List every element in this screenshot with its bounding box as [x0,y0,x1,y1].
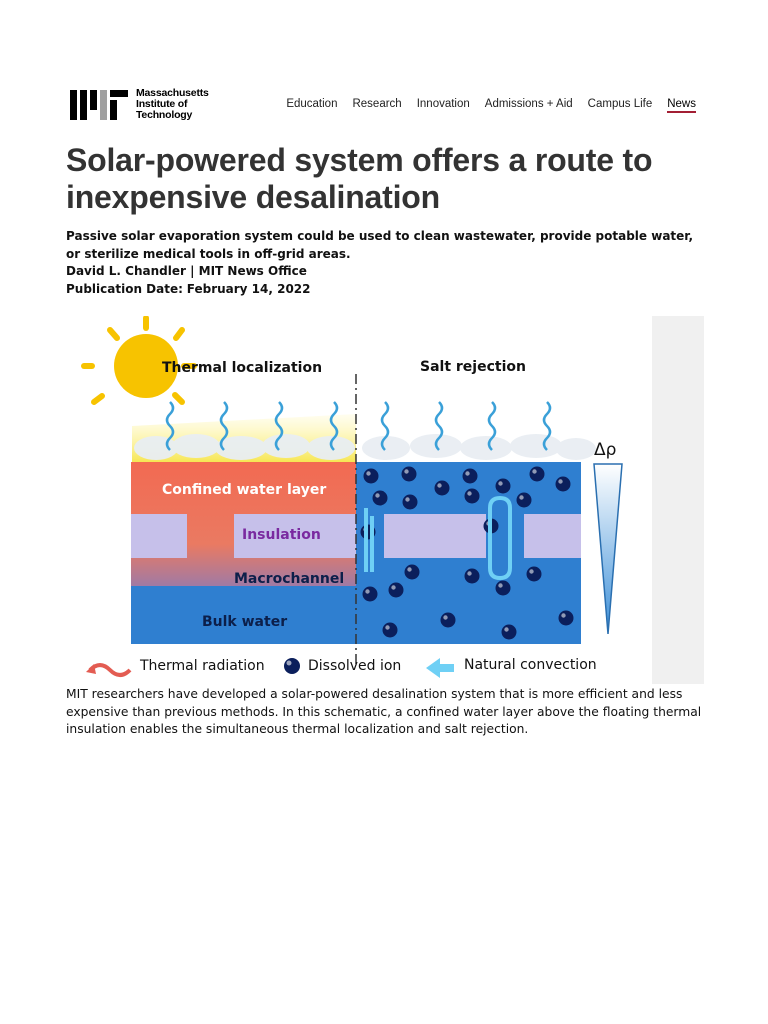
natural-convection-icon [426,658,454,678]
label-bulk-water: Bulk water [202,614,288,630]
thermal-radiation-arrowhead [86,664,96,674]
mit-logo[interactable]: Massachusetts Institute of Technology [70,84,220,132]
article-title: Solar-powered system offers a route to i… [66,142,653,215]
ion-highlight [529,569,534,574]
article-byline: David L. Chandler | MIT News Office [66,264,307,278]
ion-highlight [366,471,371,476]
logo-line: Technology [136,109,193,121]
nav-item-research[interactable]: Research [352,98,402,110]
dissolved-ion-icon [284,658,300,674]
legend-thermal-radiation: Thermal radiation [140,658,265,674]
dissolved-ion [388,582,404,598]
dissolved-ion [501,624,517,640]
salt-rejection-panel [356,462,581,644]
dissolved-ion [462,468,478,484]
mit-logo-mark-icon [70,90,128,120]
article-subtitle: Passive solar evaporation system could b… [66,229,694,261]
vapor-wave-icons [165,401,552,451]
ion-highlight [467,571,472,576]
label-insulation: Insulation [242,527,321,543]
ion-highlight [467,491,472,496]
dissolved-ion [402,494,418,510]
ion-highlight [437,483,442,488]
ion-highlight [391,585,396,590]
dissolved-ion [516,492,532,508]
ion-highlight [498,481,503,486]
nav-item-education[interactable]: Education [286,98,338,110]
dissolved-ion [555,476,571,492]
label-macrochannel: Macrochannel [234,571,345,587]
dissolved-ion [434,480,450,496]
ion-highlight [405,497,410,502]
dissolved-ion [495,580,511,596]
legend-natural-convection: Natural convection [464,657,597,673]
nav-item-admissions[interactable]: Admissions + Aid [484,98,573,110]
ion-highlight [498,583,503,588]
ion-highlight [558,479,563,484]
nav-item-innovation[interactable]: Innovation [416,98,470,110]
dissolved-ion [495,478,511,494]
dissolved-ion [558,610,574,626]
figure-title-thermal-localization: Thermal localization [162,360,323,376]
logo-wordmark: Massachusetts Institute of Technology [136,88,226,121]
article-meta: Passive solar evaporation system could b… [66,228,706,298]
publication-date: Publication Date: February 14, 2022 [66,281,706,299]
logo-line: Institute of [136,98,188,110]
dissolved-ion [529,466,545,482]
figure-margin [652,316,704,684]
ion-highlight [375,493,380,498]
dissolved-ion [362,586,378,602]
figure-caption: MIT researchers have developed a solar-p… [66,687,702,736]
article-figure: Thermal localization Salt rejection Conf… [66,316,704,684]
insulation-right-b [524,514,581,558]
ion-highlight [532,469,537,474]
ion-highlight [561,613,566,618]
ion-highlight [385,625,390,630]
logo-line: Massachusetts [136,87,209,99]
thermal-radiation-icon [88,663,132,677]
desalination-schematic [81,316,623,678]
publication-date-label: Publication Date: [66,281,183,296]
ion-highlight [404,469,409,474]
nav-item-campus-life[interactable]: Campus Life [587,98,653,110]
dissolved-ion [464,488,480,504]
label-delta-rho: Δρ [594,440,617,460]
ion-highlight [407,567,412,572]
dissolved-ion [440,612,456,628]
vapor-clouds [134,434,596,460]
ion-highlight [504,627,509,632]
dissolved-ion [404,564,420,580]
publication-date-value: February 14, 2022 [186,281,311,296]
ion-highlight [443,615,448,620]
main-nav: Education Research Innovation Admissions… [286,98,696,113]
dissolved-ion [382,622,398,638]
insulation-left-a [131,514,187,558]
legend-dissolved-ion: Dissolved ion [308,658,402,674]
insulation-right-a [384,514,486,558]
ion-highlight [365,589,370,594]
ion-highlight [465,471,470,476]
density-gradient-wedge [593,463,623,635]
sun-icon [81,316,197,405]
ion-highlight [519,495,524,500]
dissolved-ion [401,466,417,482]
site-header: Massachusetts Institute of Technology Ed… [66,82,706,132]
label-confined-water-layer: Confined water layer [162,482,327,498]
dissolved-ion-dots [360,466,574,640]
dissolved-ion [464,568,480,584]
insulation-left-b [234,514,356,558]
dissolved-ion [526,566,542,582]
dissolved-ion [372,490,388,506]
nav-item-news[interactable]: News [667,98,696,113]
bulk-water-left [131,586,356,644]
convection-arrow-icons [364,495,512,581]
dissolved-ion [363,468,379,484]
figure-title-salt-rejection: Salt rejection [420,359,526,375]
